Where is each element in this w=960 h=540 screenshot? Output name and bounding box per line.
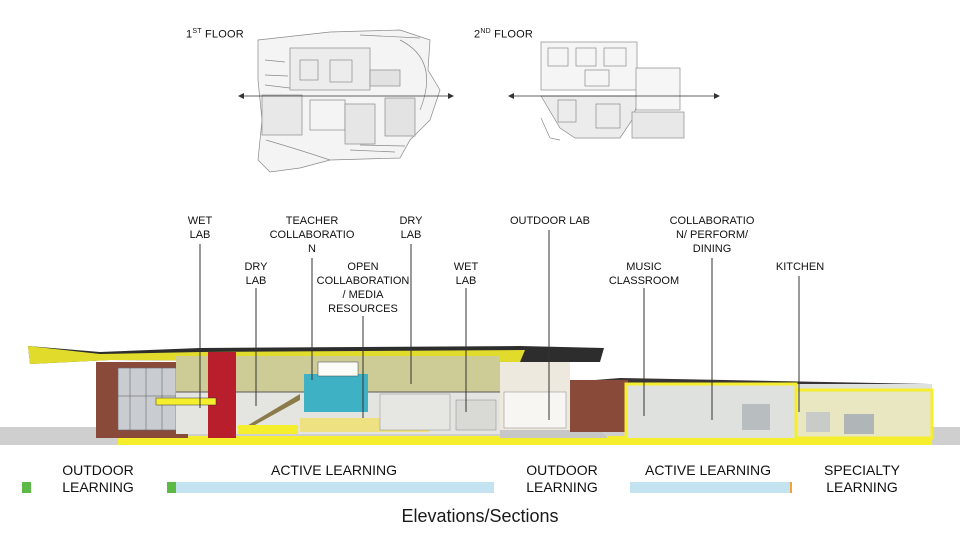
label-dry-lab-upper: DRY LAB [399, 215, 423, 241]
section-arrow-right-icon [448, 93, 454, 99]
section-arrow-left-icon [238, 93, 244, 99]
zone-bar-active-right [630, 482, 790, 493]
label-wet-lab-left: WET LAB [187, 215, 213, 241]
foundation-slab [118, 436, 932, 445]
label-collaboration-perform-dining: COLLABORATIO N/ PERFORM/ DINING [669, 215, 755, 255]
label-open-collaboration-media: OPEN COLLABORATION / MEDIA RESOURCES [316, 261, 410, 315]
zone-specialty-learning: SPECIALTY LEARNING [824, 462, 900, 495]
section-arrow-left-icon [508, 93, 514, 99]
zone-bar-active-left [176, 482, 494, 493]
first-floor-plan [257, 29, 441, 173]
label-outdoor-lab: OUTDOOR LAB [509, 215, 591, 227]
zone-bar-specialty-marker [790, 482, 792, 493]
label-music-classroom: MUSIC CLASSROOM [608, 261, 680, 287]
zone-outdoor-learning-left: OUTDOOR LEARNING [62, 462, 134, 495]
label-wet-lab-right: WET LAB [453, 261, 479, 287]
label-teacher-collaboration: TEACHER COLLABORATIO N [269, 215, 355, 255]
caption: Elevations/Sections [401, 506, 559, 526]
label-leaders [199, 230, 800, 420]
label-kitchen: KITCHEN [775, 261, 825, 273]
zone-outdoor-learning-middle: OUTDOOR LEARNING [526, 462, 598, 495]
zone-bar-outdoor-transition [167, 482, 176, 493]
red-stair-core [208, 352, 236, 438]
building-section [0, 346, 960, 445]
zone-active-learning-left: ACTIVE LEARNING [270, 462, 398, 478]
zone-bar-outdoor-left [22, 482, 31, 493]
first-floor-title: 1ST FLOOR [186, 28, 244, 41]
label-dry-lab-lower: DRY LAB [244, 261, 268, 287]
section-arrow-right-icon [714, 93, 720, 99]
second-floor-title: 2ND FLOOR [474, 28, 534, 41]
media-resource-volume [304, 374, 368, 412]
zone-active-learning-right: ACTIVE LEARNING [644, 462, 772, 478]
second-floor-plan [540, 41, 685, 141]
